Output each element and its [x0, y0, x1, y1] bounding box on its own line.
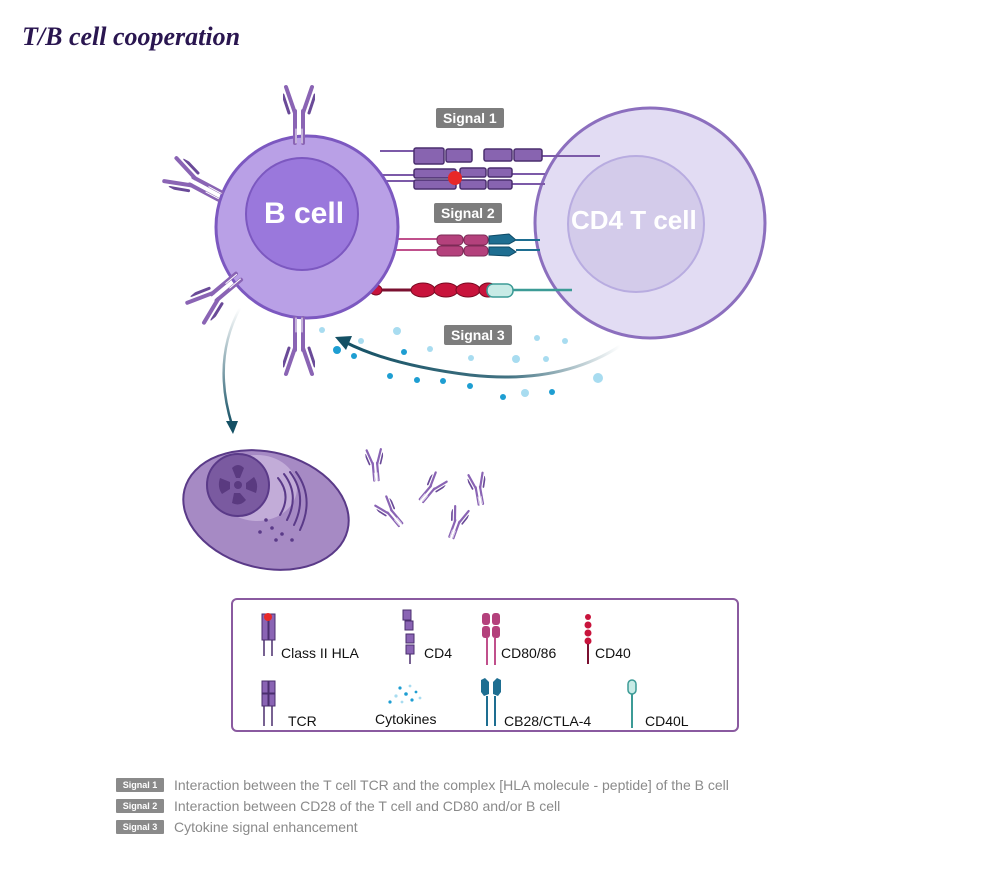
surface-antibody-left — [163, 156, 227, 211]
legend-icon-cb28-ctla4 — [481, 678, 501, 726]
signal-3-label: Signal 3 — [444, 325, 512, 345]
legend-icon-tcr — [261, 680, 276, 726]
free-antibody-2 — [413, 470, 450, 508]
t-cell-label: CD4 T cell — [571, 205, 697, 235]
legend-box — [231, 598, 739, 732]
surface-antibody-bottom — [283, 316, 315, 376]
legend-icon-cd40 — [584, 614, 592, 664]
signal-1-label: Signal 1 — [436, 108, 504, 128]
free-antibody-3 — [466, 471, 490, 507]
signal-notes: Signal 1 Interaction between the T cell … — [116, 774, 729, 837]
b-cell-label: B cell — [264, 197, 345, 230]
signal-3-arrow — [335, 336, 621, 379]
note-text: Interaction between CD28 of the T cell a… — [174, 797, 561, 814]
note-badge: Signal 3 — [116, 819, 164, 834]
legend-icon-class2-hla — [261, 613, 276, 656]
legend-label-cd40: CD40 — [595, 645, 631, 661]
note-text: Cytokine signal enhancement — [174, 818, 358, 835]
differentiation-arrow — [222, 307, 242, 434]
legend-label-cd40l: CD40L — [645, 713, 689, 729]
note-badge: Signal 2 — [116, 798, 164, 813]
legend-label-tcr: TCR — [288, 713, 317, 729]
b-cell — [214, 134, 400, 320]
cd40-complex — [369, 282, 572, 298]
note-signal-3: Signal 3 Cytokine signal enhancement — [116, 816, 729, 837]
legend-label-class2-hla: Class II HLA — [281, 645, 359, 661]
free-antibody-5 — [442, 504, 471, 542]
signal-2-label: Signal 2 — [434, 203, 502, 223]
note-signal-1: Signal 1 Interaction between the T cell … — [116, 774, 729, 795]
legend-label-cytokines: Cytokines — [375, 711, 437, 727]
legend-icon-cd80-86 — [482, 613, 500, 665]
free-antibody-4 — [372, 494, 409, 532]
note-text: Interaction between the T cell TCR and t… — [174, 776, 729, 793]
t-cell — [533, 106, 767, 340]
legend-icon-cd4 — [402, 609, 415, 664]
page-title: T/B cell cooperation — [22, 22, 241, 51]
free-antibody-1 — [364, 447, 386, 483]
signal-2-complex — [395, 233, 540, 257]
legend-label-cb28-ctla4: CB28/CTLA-4 — [504, 713, 592, 729]
legend-label-cd80-86: CD80/86 — [501, 645, 557, 661]
note-badge: Signal 1 — [116, 777, 164, 792]
plasma-cell — [182, 449, 350, 571]
legend-label-cd4: CD4 — [424, 645, 453, 661]
note-signal-2: Signal 2 Interaction between CD28 of the… — [116, 795, 729, 816]
legend-icon-cytokines — [388, 684, 422, 704]
legend-icon-cd40l — [627, 679, 637, 728]
cytokines-cloud — [319, 327, 603, 400]
